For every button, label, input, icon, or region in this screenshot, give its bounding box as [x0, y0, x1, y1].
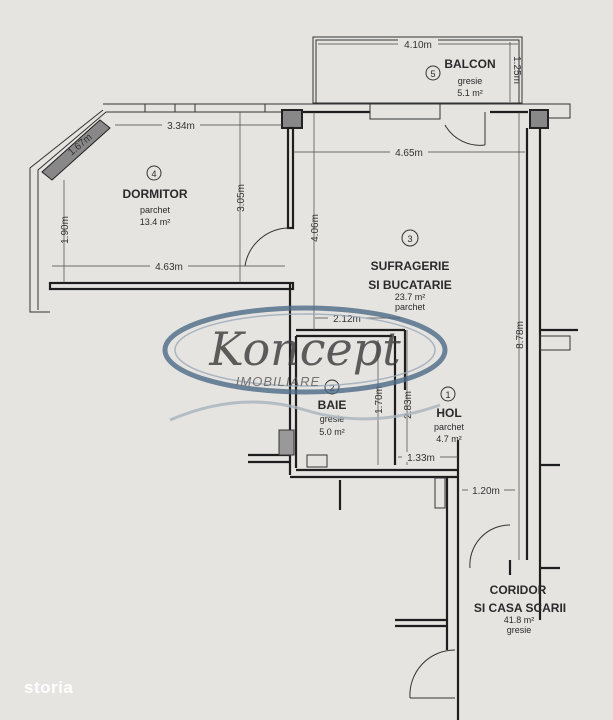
dim-balcon-w: 4.10m — [404, 40, 432, 51]
dim-baie-w: 2.12m — [333, 314, 361, 325]
svg-text:SI BUCATARIE: SI BUCATARIE — [368, 278, 452, 292]
storia-logo: storia — [24, 678, 74, 697]
svg-text:4.7 m²: 4.7 m² — [436, 434, 462, 444]
svg-text:BALCON: BALCON — [444, 57, 495, 71]
dim-suf-h: 4.06m — [310, 214, 321, 242]
dim-hol-w: 1.33m — [407, 453, 435, 464]
dim-cor-w: 1.20m — [472, 486, 500, 497]
svg-text:gresie: gresie — [458, 76, 483, 86]
svg-text:parchet: parchet — [140, 205, 171, 215]
dim-baie-h: 1.70m — [374, 386, 385, 414]
svg-text:parchet: parchet — [434, 422, 465, 432]
room-sufragerie: 3 SUFRAGERIE SI BUCATARIE 23.7 m² parche… — [368, 229, 452, 312]
svg-text:SI CASA SCARII: SI CASA SCARII — [474, 601, 566, 615]
dim-balcon-h: 1.25m — [511, 56, 522, 84]
door-balcony — [444, 124, 486, 146]
room-dormitor: 4 DORMITOR parchet 13.4 m² — [122, 165, 188, 227]
dim-dorm-bottom: 4.63m — [155, 262, 183, 273]
svg-text:IMOBILIARE: IMOBILIARE — [236, 374, 320, 389]
svg-text:Koncept: Koncept — [208, 322, 401, 376]
room-hol: 1 HOL parchet 4.7 m² — [434, 386, 465, 444]
dim-dorm-top: 3.34m — [167, 121, 195, 132]
koncept-watermark-logo: Koncept IMOBILIARE — [162, 305, 448, 422]
svg-text:23.7 m²: 23.7 m² — [395, 292, 426, 302]
door-bedroom — [244, 227, 291, 267]
svg-text:BAIE: BAIE — [318, 398, 347, 412]
svg-text:4: 4 — [151, 169, 156, 179]
svg-text:gresie: gresie — [320, 414, 345, 424]
dim-hol-h: 2.83m — [403, 391, 414, 419]
svg-text:HOL: HOL — [436, 406, 461, 420]
svg-text:5.1 m²: 5.1 m² — [457, 88, 483, 98]
exterior-walls — [29, 103, 571, 313]
svg-text:gresie: gresie — [507, 625, 532, 635]
door-entrance — [409, 649, 456, 699]
room-baie: 2 BAIE gresie 5.0 m² — [318, 379, 347, 437]
svg-text:13.4 m²: 13.4 m² — [140, 217, 171, 227]
svg-text:41.8 m²: 41.8 m² — [504, 615, 535, 625]
door-corridor — [469, 524, 511, 569]
interior-walls — [48, 112, 578, 720]
svg-text:DORMITOR: DORMITOR — [122, 187, 187, 201]
svg-text:5: 5 — [430, 69, 435, 79]
svg-text:1: 1 — [445, 390, 450, 400]
svg-text:CORIDOR: CORIDOR — [490, 583, 547, 597]
dim-total-h: 8.78m — [515, 321, 526, 349]
dim-dorm-left: 1.90m — [60, 216, 71, 244]
column-left — [281, 109, 303, 129]
svg-text:parchet: parchet — [395, 302, 426, 312]
svg-text:3: 3 — [407, 234, 412, 244]
column-right — [529, 109, 549, 129]
room-coridor: CORIDOR SI CASA SCARII 41.8 m² gresie — [474, 583, 566, 635]
dim-suf-w: 4.65m — [395, 148, 423, 159]
room-balcon: 5 BALCON gresie 5.1 m² — [425, 57, 496, 98]
svg-text:2: 2 — [329, 383, 334, 393]
svg-text:5.0 m²: 5.0 m² — [319, 427, 345, 437]
dim-dorm-h: 3.05m — [236, 184, 247, 212]
svg-text:SUFRAGERIE: SUFRAGERIE — [371, 259, 450, 273]
